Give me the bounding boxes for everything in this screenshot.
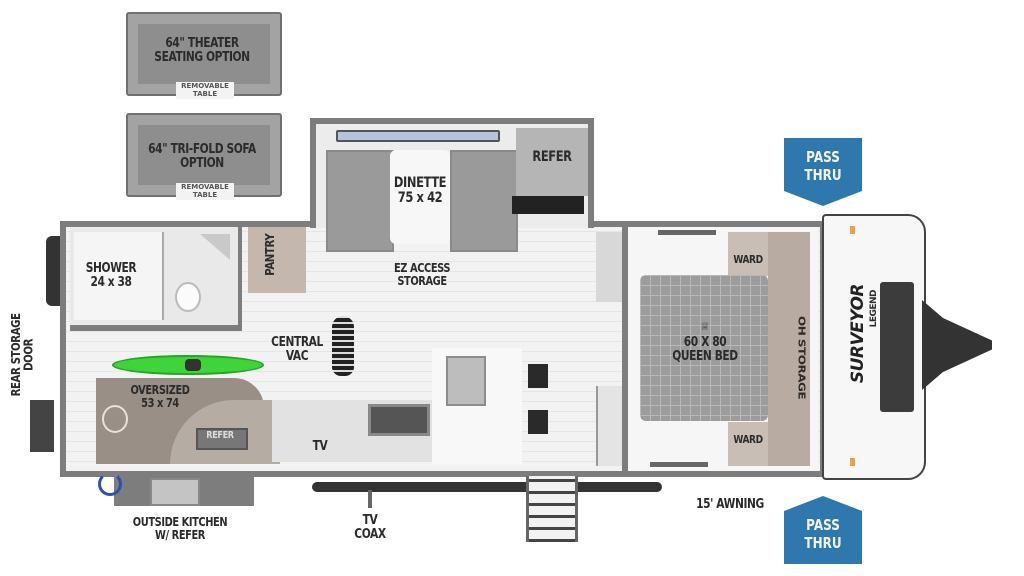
queen-bed bbox=[640, 275, 768, 421]
legend-logo: LEGEND bbox=[869, 290, 879, 328]
entry-door[interactable] bbox=[596, 386, 624, 466]
theater-seating-label: 64" THEATER SEATING OPTION bbox=[154, 36, 250, 65]
awning-label: 15' AWNING bbox=[696, 497, 764, 512]
surveyor-logo: SURVEYOR bbox=[848, 284, 868, 384]
entry-steps[interactable] bbox=[526, 476, 578, 542]
kayak-cockpit bbox=[185, 359, 201, 371]
bedroom-window-bottom bbox=[650, 462, 708, 467]
dinette-window bbox=[336, 130, 500, 142]
dinette-bench-left bbox=[326, 150, 394, 252]
bedroom-partition bbox=[622, 227, 628, 471]
rear-storage-door[interactable] bbox=[30, 400, 54, 452]
main-refrigerator bbox=[516, 128, 588, 196]
dinette-table bbox=[390, 150, 450, 244]
crown-icon: ♕ bbox=[700, 321, 710, 333]
marker-light-bottom bbox=[850, 458, 855, 466]
outside-refer bbox=[150, 478, 200, 506]
spare-tire bbox=[46, 236, 60, 306]
water-hose-icon bbox=[98, 472, 122, 496]
main-refer-label: REFER bbox=[532, 149, 572, 165]
trailer-hitch bbox=[922, 300, 992, 390]
front-storage-panel bbox=[880, 282, 914, 412]
footprint-icon bbox=[332, 316, 354, 376]
teddy-bear-icon bbox=[102, 405, 128, 433]
ward-top-label: WARD bbox=[733, 253, 763, 266]
oh-storage-shelf bbox=[768, 232, 810, 466]
ward-top bbox=[728, 232, 768, 276]
rear-mini-fridge bbox=[196, 428, 248, 450]
dinette-bench-right bbox=[450, 150, 518, 252]
marker-light-top bbox=[850, 226, 855, 234]
rear-refer-label: REFER bbox=[206, 430, 234, 441]
awning-bar bbox=[312, 482, 662, 492]
shower-stall bbox=[74, 232, 164, 320]
stove bbox=[368, 404, 430, 436]
stool-2 bbox=[528, 410, 548, 434]
tv-label: TV bbox=[312, 439, 328, 454]
bedroom-window-top bbox=[658, 230, 716, 235]
kitchen-sink bbox=[446, 356, 486, 406]
oh-storage-label: OH STORAGE bbox=[795, 316, 808, 400]
tv-coax-post bbox=[368, 490, 372, 508]
ward-bottom bbox=[728, 422, 768, 466]
toilet-icon bbox=[175, 282, 201, 312]
pantry-label: PANTRY bbox=[263, 233, 277, 276]
pantry-cabinet bbox=[248, 227, 306, 293]
wall-cabinet bbox=[596, 232, 622, 302]
ward-bottom-label: WARD bbox=[733, 433, 763, 446]
refrigerator-shadow bbox=[512, 196, 584, 214]
trifold-sofa-label: 64" TRI-FOLD SOFA OPTION bbox=[148, 142, 256, 171]
stool-1 bbox=[528, 364, 548, 388]
